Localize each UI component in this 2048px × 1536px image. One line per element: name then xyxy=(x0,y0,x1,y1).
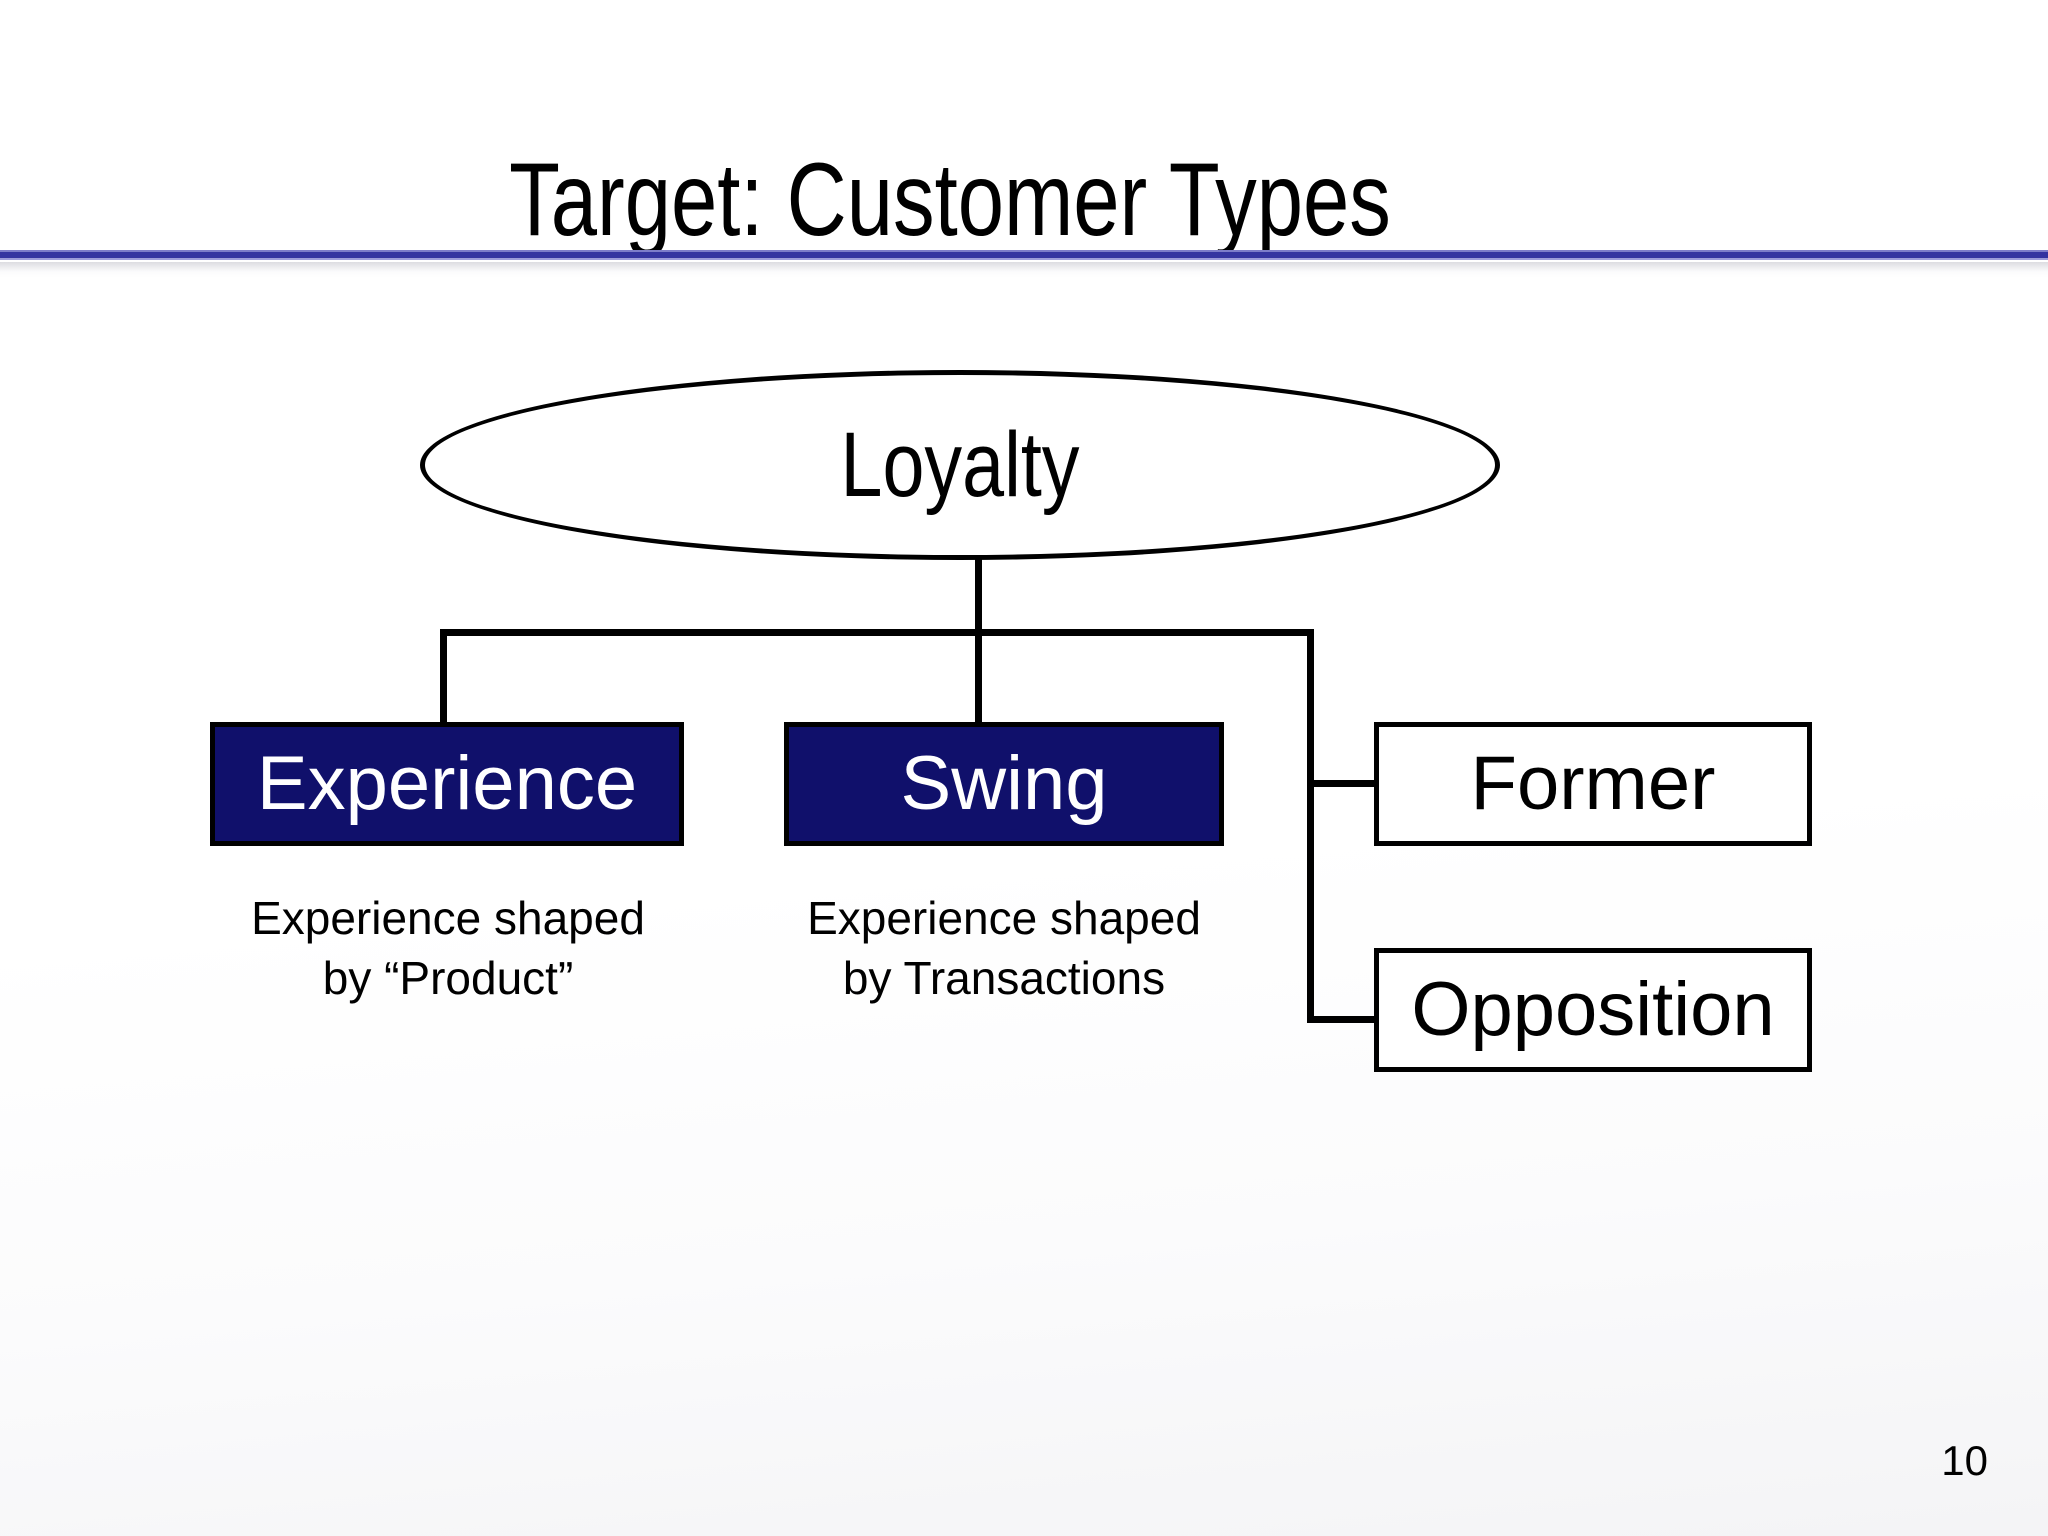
page-title: Target: Customer Types xyxy=(509,142,1391,258)
caption-experience: Experience shaped by “Product” xyxy=(168,888,728,1008)
page-number: 10 xyxy=(1941,1437,1988,1484)
caption-experience-line-2: by “Product” xyxy=(322,952,574,1004)
node-experience-label: Experience xyxy=(256,741,638,826)
caption-swing-line-2: by Transactions xyxy=(842,952,1166,1004)
caption-swing-line-1: Experience shaped xyxy=(807,892,1201,944)
node-former-label: Former xyxy=(1470,741,1716,826)
node-opposition-box[interactable]: Opposition xyxy=(1374,948,1812,1072)
connector-drop-swing xyxy=(975,629,982,724)
title-divider-shadow xyxy=(0,262,2048,278)
connector-stub-opposition xyxy=(1307,1016,1377,1023)
node-experience-box[interactable]: Experience xyxy=(210,722,684,846)
caption-swing: Experience shaped by Transactions xyxy=(724,888,1284,1008)
node-swing-box[interactable]: Swing xyxy=(784,722,1224,846)
node-former-box[interactable]: Former xyxy=(1374,722,1812,846)
connector-right-trunk xyxy=(1307,629,1314,1023)
caption-experience-line-1: Experience shaped xyxy=(251,892,645,944)
title-divider-rule xyxy=(0,250,2048,260)
node-swing-label: Swing xyxy=(900,741,1108,826)
connector-stub-former xyxy=(1307,780,1377,787)
connector-horizontal-bus xyxy=(440,629,1314,636)
connector-drop-experience xyxy=(440,629,447,724)
connector-root-stem xyxy=(975,558,982,636)
node-opposition-label: Opposition xyxy=(1411,967,1775,1052)
node-loyalty-label: Loyalty xyxy=(840,414,1080,516)
node-loyalty-ellipse[interactable]: Loyalty xyxy=(420,370,1500,560)
